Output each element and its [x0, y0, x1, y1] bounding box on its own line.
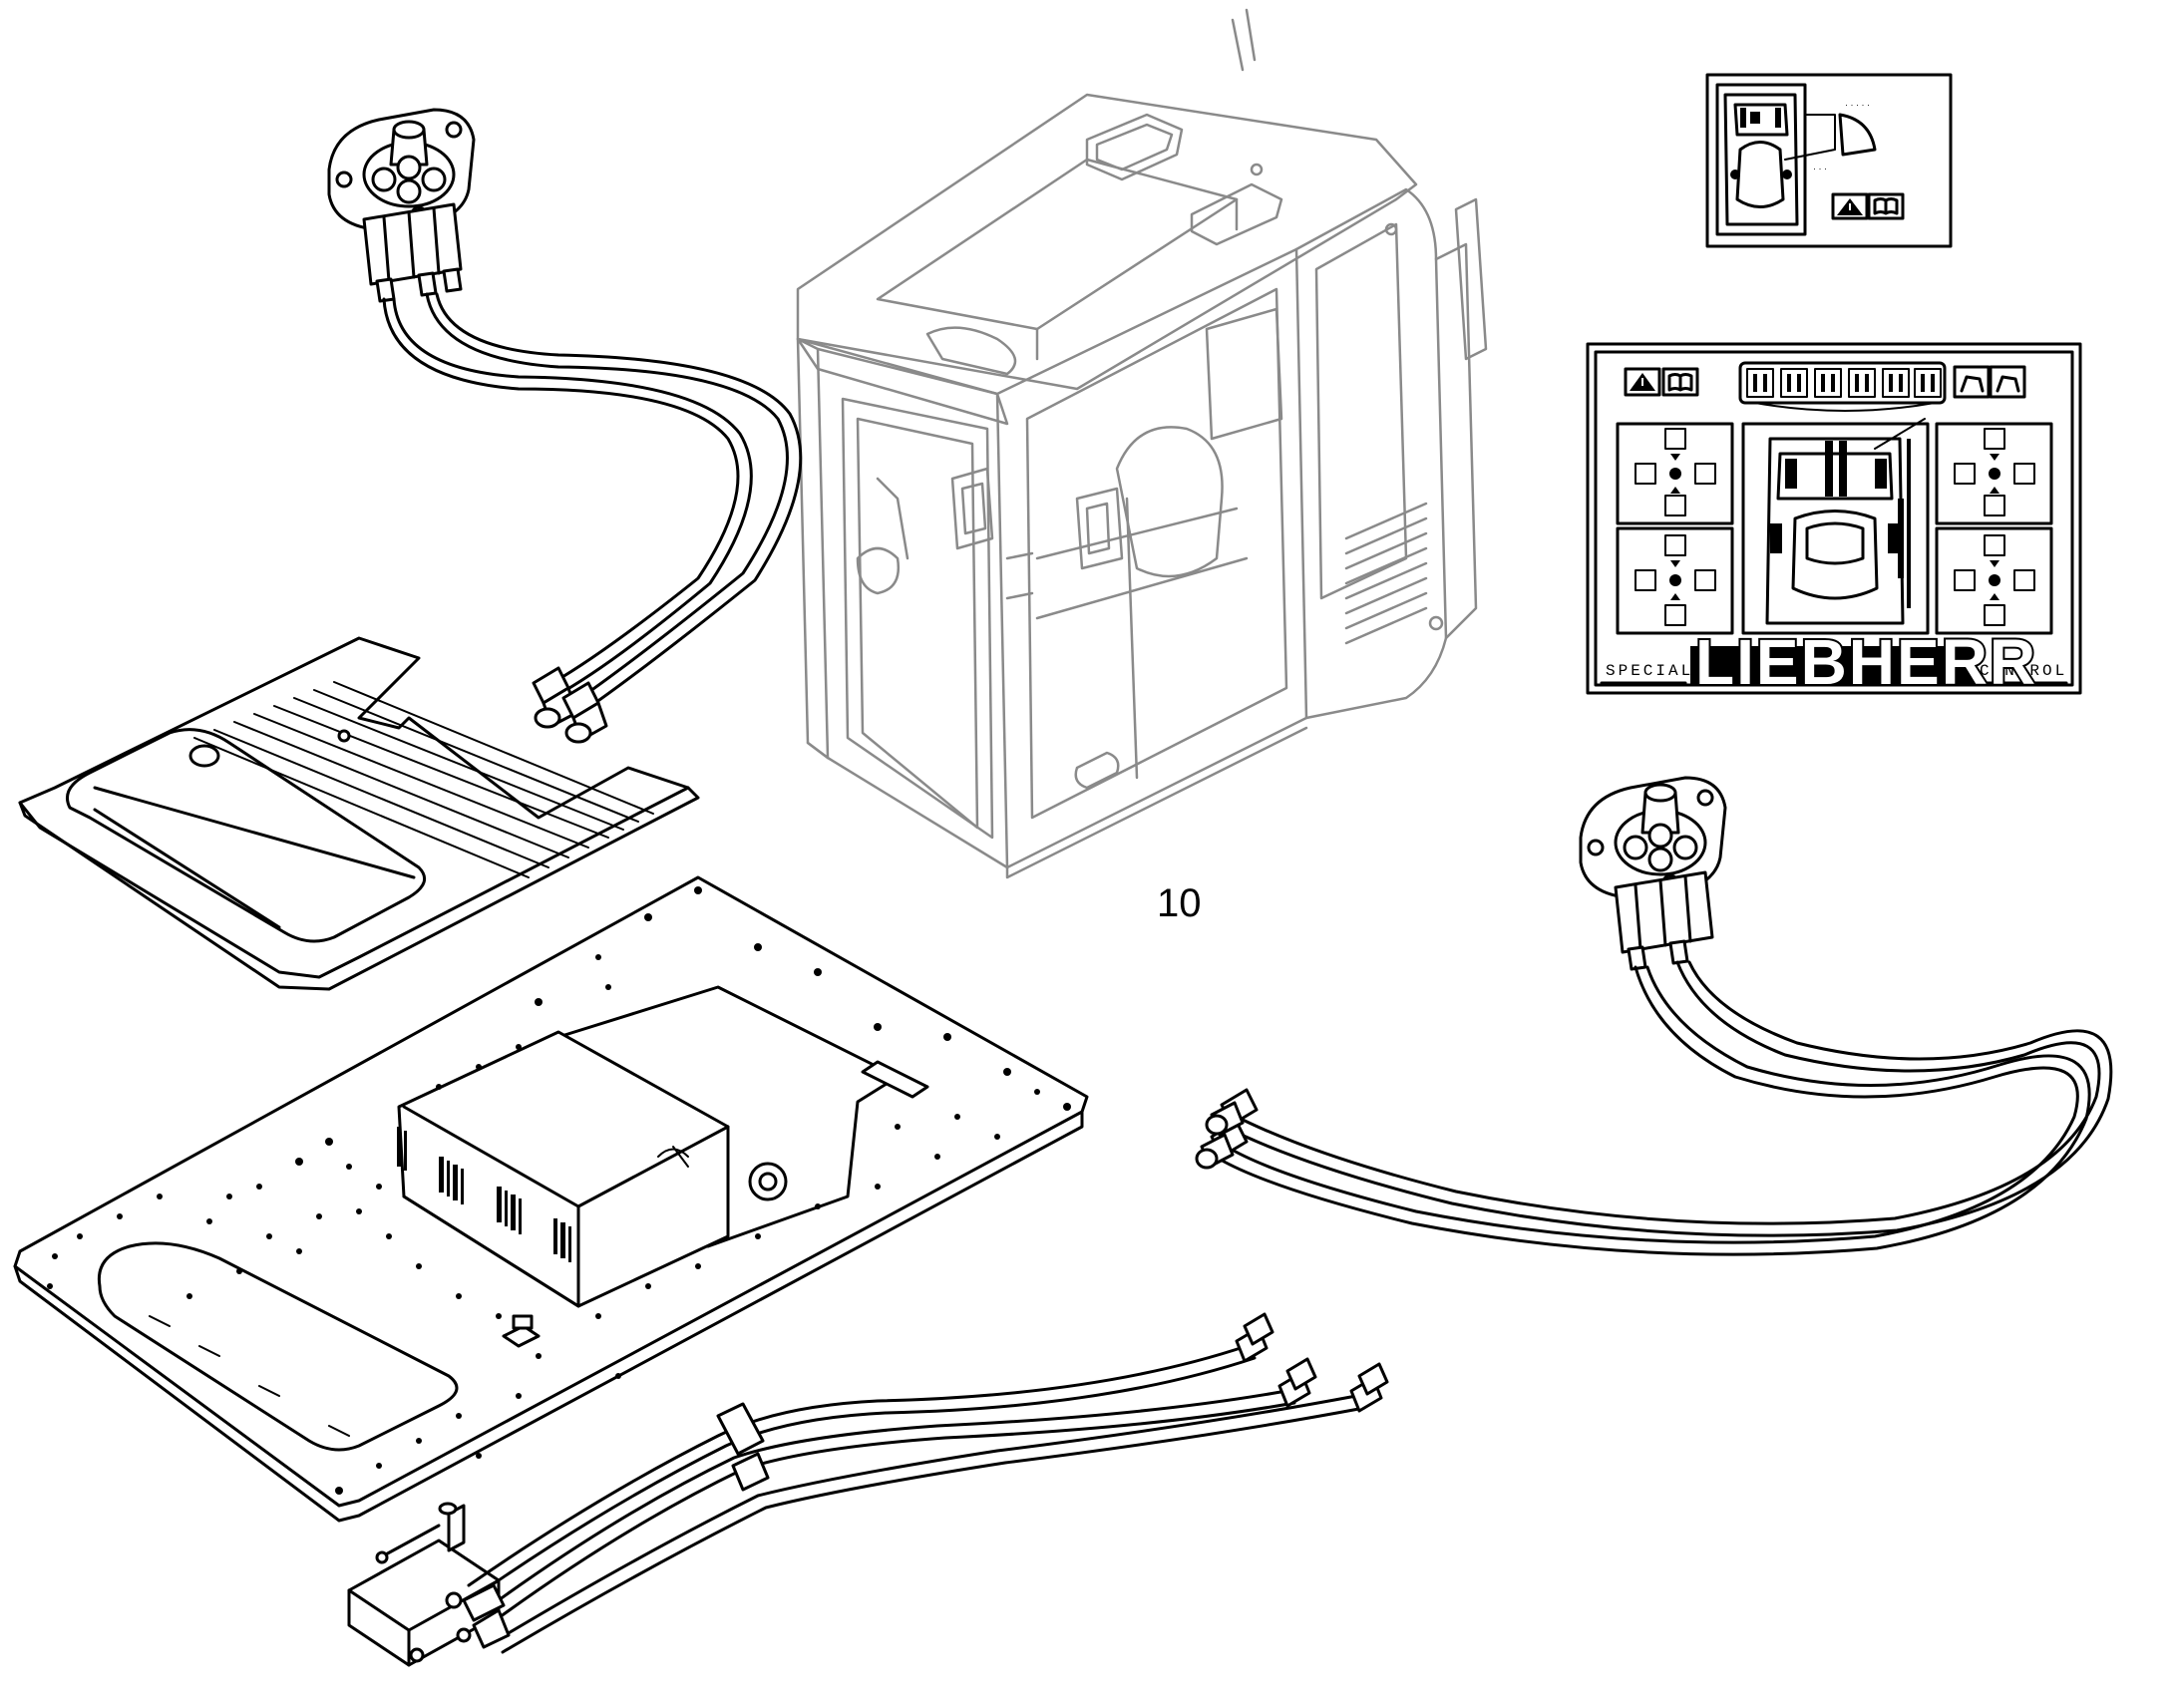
svg-text:· · ·: · · · — [1813, 164, 1827, 173]
small-instruction-decal: · · · · · · · · — [1705, 73, 1953, 248]
floor-plate — [13, 875, 1089, 1523]
left-joystick-with-hoses — [327, 108, 803, 744]
operator-cab — [796, 8, 1488, 879]
label-left-text: SPECIAL — [1606, 662, 1693, 680]
manual-book-icon — [1661, 367, 1699, 397]
label-right-text: CONTROL — [1980, 662, 2067, 680]
pedal-valve-with-hoses — [347, 1312, 1389, 1667]
right-joystick-with-hoses — [1195, 776, 2113, 1256]
svg-text:· · · · ·: · · · · · — [1845, 100, 1870, 110]
warning-triangle-icon — [1624, 367, 1661, 397]
floor-mat — [18, 636, 700, 991]
warning-triangle-icon — [1831, 192, 1869, 220]
part-callout-number: 10 — [1157, 881, 1202, 925]
liebherr-control-decal: SPECIAL CONTROL LIEBHERR — [1586, 342, 2082, 700]
liebherr-logo: LIEBHERR — [1695, 626, 2037, 698]
manual-book-icon — [1867, 192, 1905, 220]
